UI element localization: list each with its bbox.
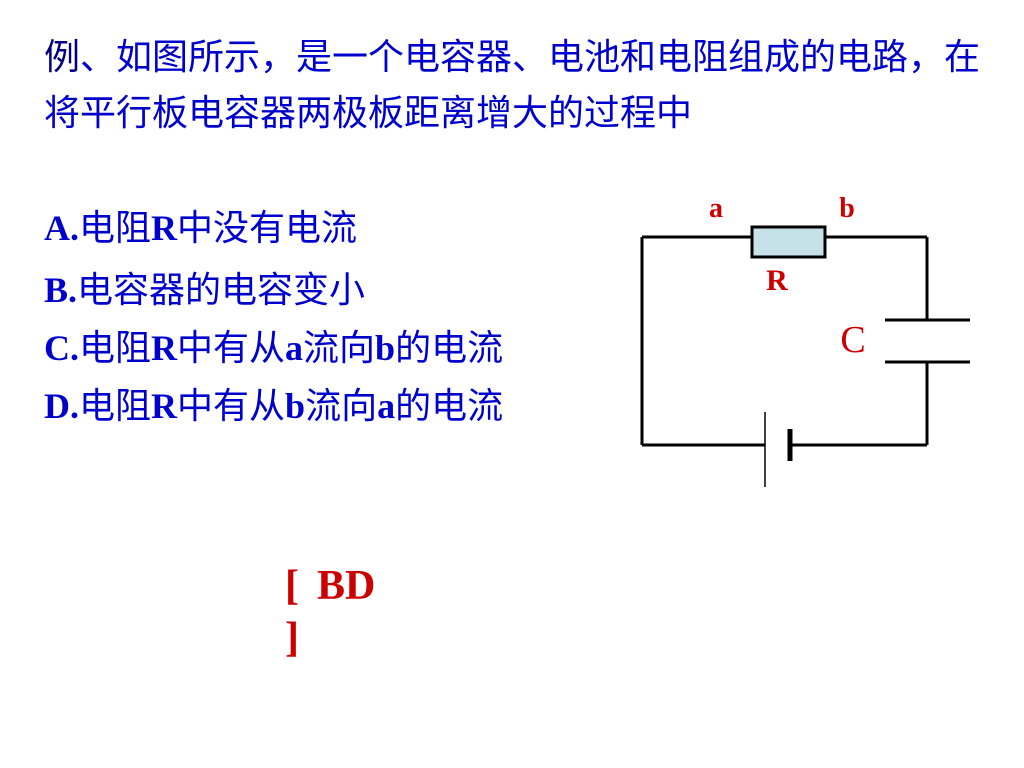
option-b-text-1: 电容器的电容变小 — [77, 270, 366, 311]
option-c-letter: C. — [44, 328, 79, 368]
option-d-text-6: a — [377, 386, 396, 426]
answer-value: BD — [317, 563, 376, 609]
option-b: B.电容器的电容变小 — [44, 264, 365, 317]
option-a-text-1: 电阻 — [79, 208, 152, 249]
option-d-text-7: 的电流 — [395, 386, 504, 427]
answer-line-1: [ BD — [285, 560, 375, 612]
option-d: D.电阻R中有从b流向a的电流 — [44, 380, 503, 433]
circuit-diagram: a b R C — [640, 193, 970, 487]
label-c: C — [840, 319, 865, 361]
option-a-letter: A. — [44, 208, 79, 248]
circuit-wires — [640, 235, 929, 447]
label-r: R — [766, 264, 788, 297]
question-prefix: 例 — [44, 37, 81, 78]
question-body: 、如图所示，是一个电容器、电池和电阻组成的电路，在将平行板电容器两极板距离增大的… — [44, 37, 981, 134]
answer: [ BD ] — [285, 560, 375, 664]
option-c: C.电阻R中有从a流向b的电流 — [44, 322, 503, 375]
option-c-text-3: 中有从 — [177, 328, 286, 369]
label-b: b — [839, 193, 855, 224]
option-d-text-5: 流向 — [305, 386, 378, 427]
option-d-letter: D. — [44, 386, 79, 426]
option-d-text-1: 电阻 — [79, 386, 152, 427]
answer-open-bracket: [ — [285, 563, 299, 609]
option-b-letter: B. — [44, 270, 78, 310]
question-text: 例、如图所示，是一个电容器、电池和电阻组成的电路，在将平行板电容器两极板距离增大… — [44, 30, 984, 142]
option-c-text-6: b — [375, 328, 396, 368]
option-c-text-4: a — [285, 328, 304, 368]
option-a-text-3: 中没有电流 — [177, 208, 358, 249]
option-c-text-5: 流向 — [303, 328, 376, 369]
resistor — [750, 225, 827, 259]
answer-close-bracket: ] — [285, 615, 299, 661]
option-d-text-3: 中有从 — [177, 386, 286, 427]
option-a: A.电阻R中没有电流 — [44, 202, 357, 255]
option-c-text-1: 电阻 — [79, 328, 152, 369]
label-a: a — [709, 193, 723, 224]
option-d-text-2: R — [151, 386, 178, 426]
option-c-text-2: R — [151, 328, 178, 368]
option-a-text-2: R — [151, 208, 178, 248]
option-d-text-4: b — [285, 386, 306, 426]
option-c-text-7: 的电流 — [395, 328, 504, 369]
